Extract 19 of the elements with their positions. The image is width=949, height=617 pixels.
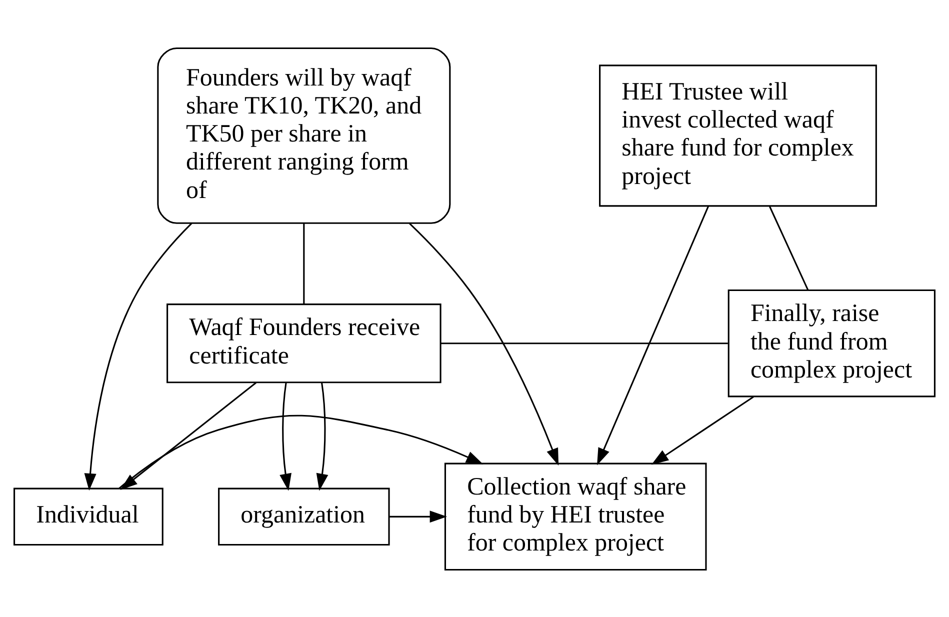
node-box: Founders will by waqf share TK10, TK20, and TK50 per share in different ranging form of [157,46,451,224]
node-box: Individual [14,487,164,546]
arrow [280,382,292,490]
arrow [408,222,559,466]
connector [303,222,305,304]
node-box: HEI Trustee will invest collected waqf share fund for complex project [599,64,877,206]
node-box: Collection waqf share fund by HEI trustee for complex project [444,462,707,570]
arrow [120,382,257,490]
arrow [651,396,754,464]
node-box: Waqf Founders receive certificate [166,303,442,383]
node-box: organization [218,487,390,546]
connector [441,342,728,344]
connector [769,206,809,290]
arrow [84,222,192,490]
node-box: Finally, raise the fund from complex project [728,288,936,397]
arrow [597,205,710,465]
arrow [316,382,328,490]
arrow [389,510,447,522]
arrow [118,414,484,488]
